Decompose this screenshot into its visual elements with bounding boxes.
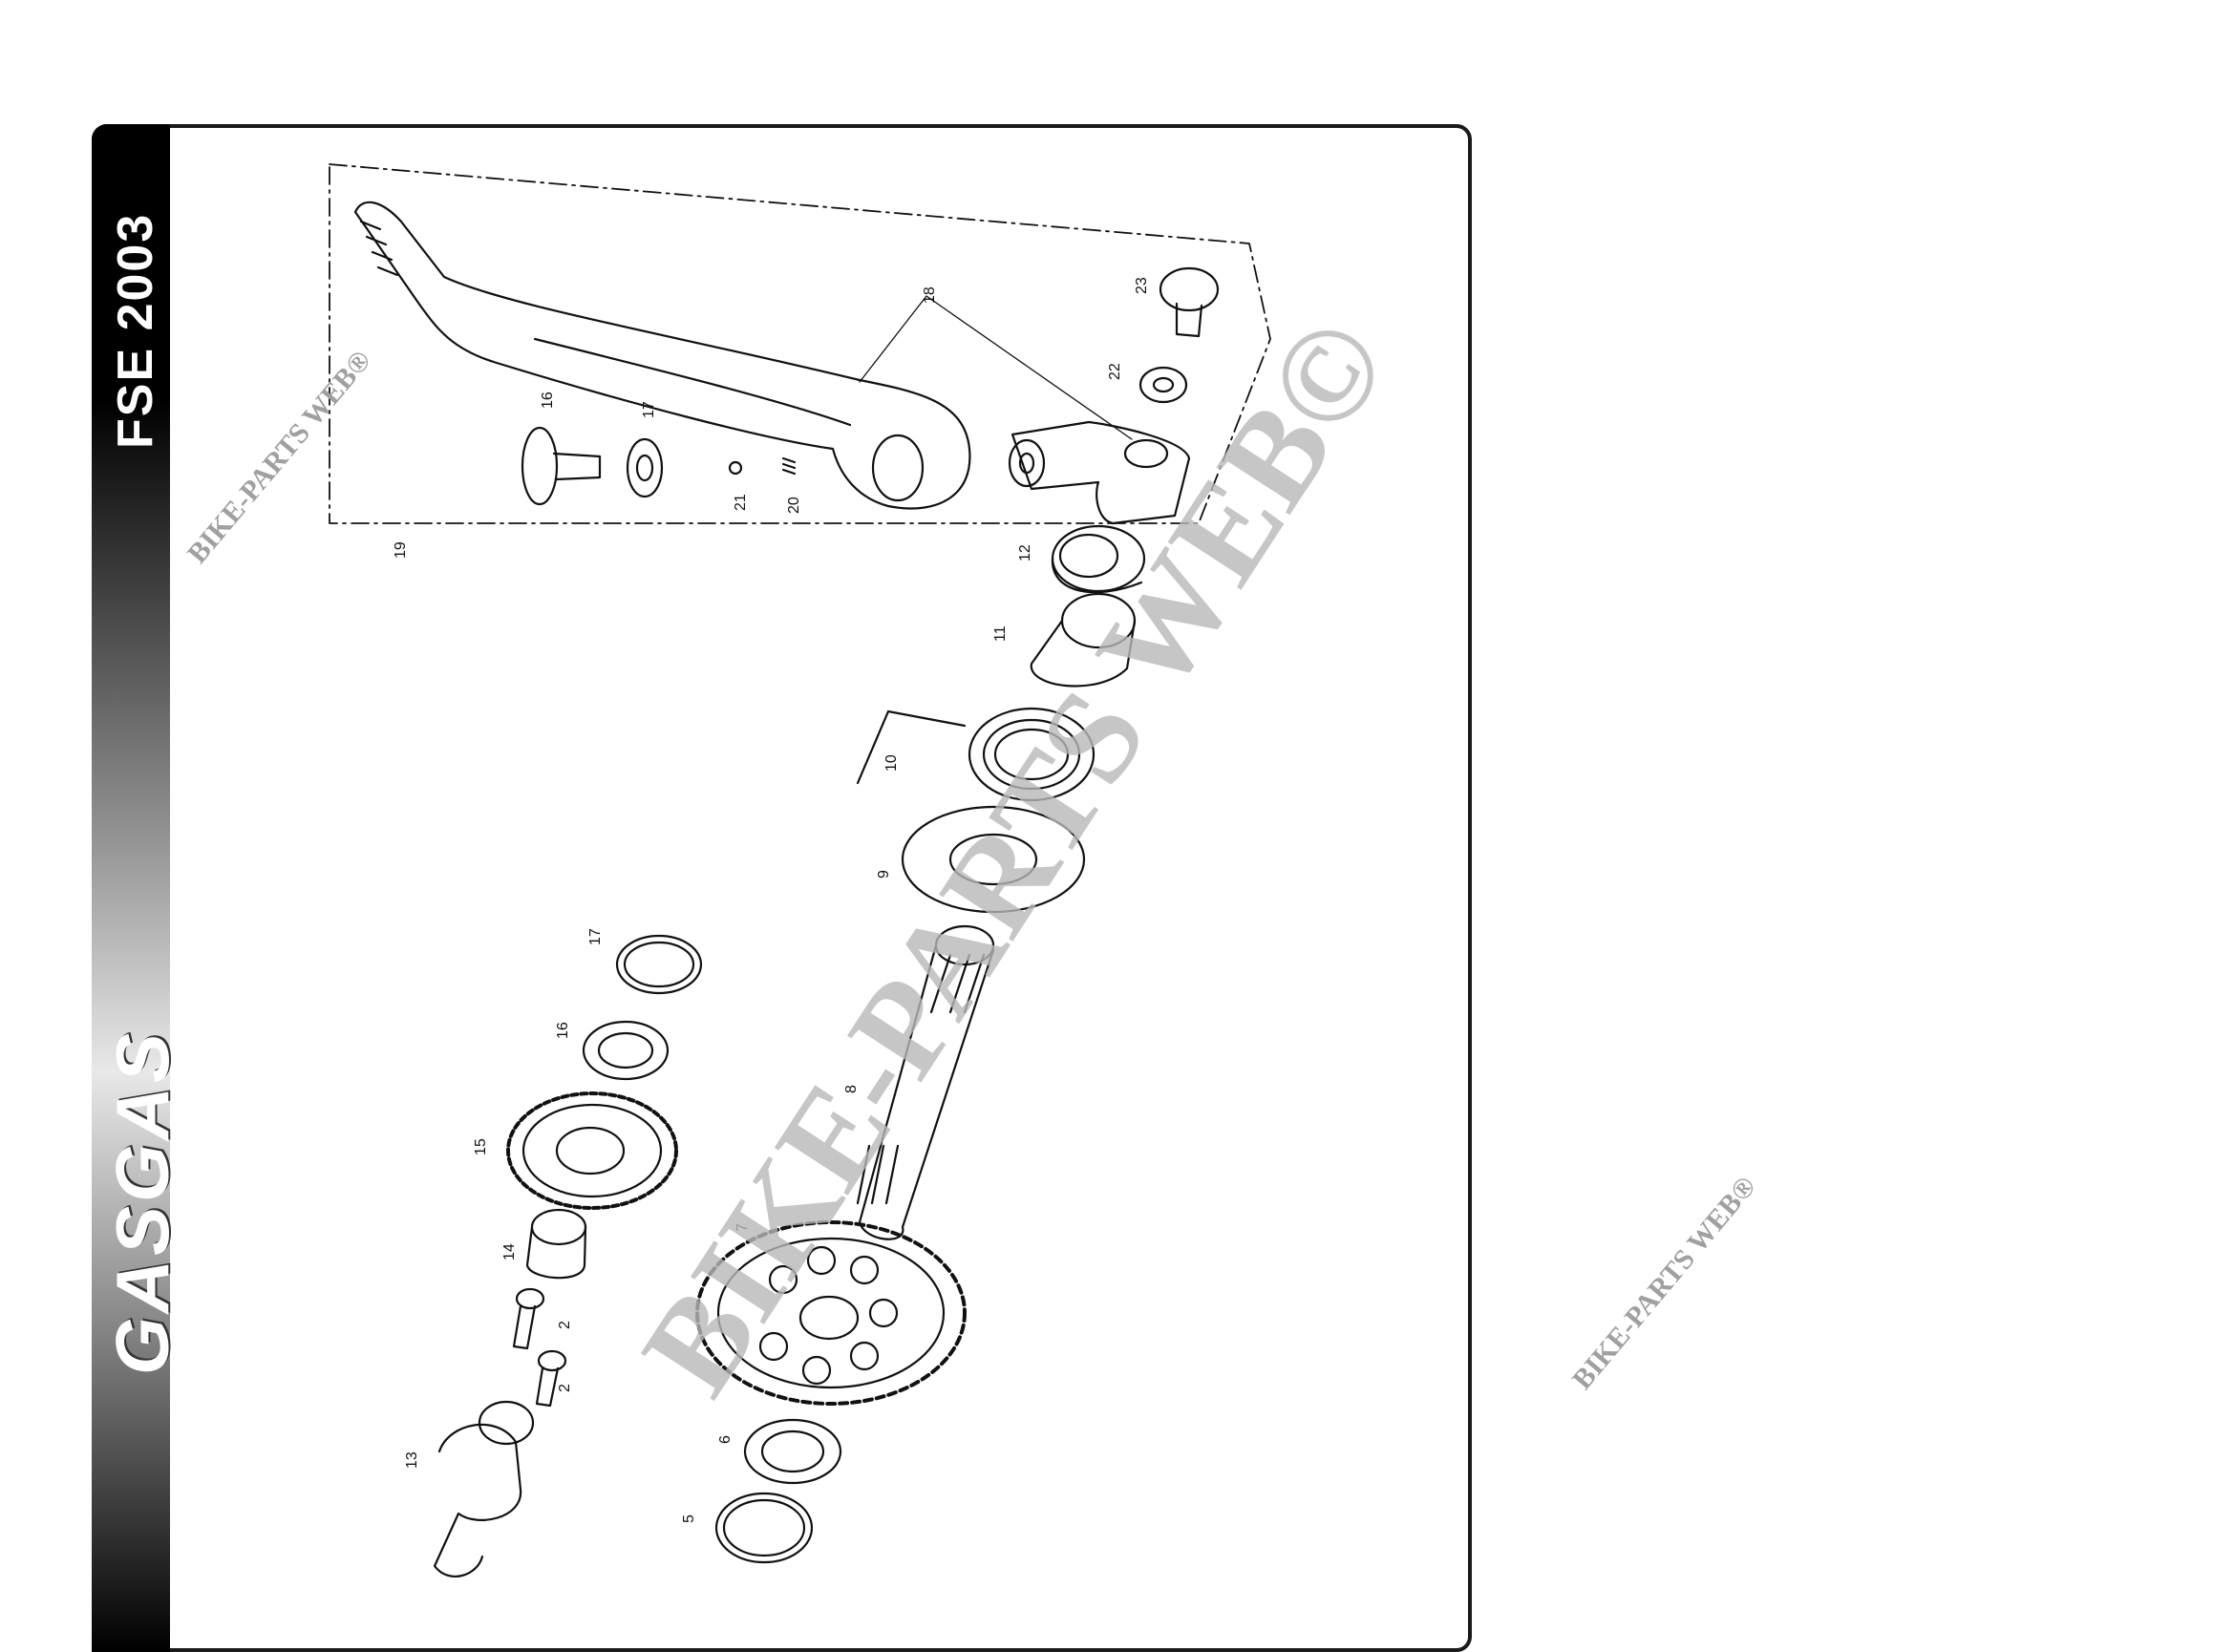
callout-16-lower: 16 <box>555 1022 571 1039</box>
callout-7: 7 <box>734 1223 751 1232</box>
callout-2-a: 2 <box>557 1321 573 1329</box>
washer-16-lower <box>582 1020 670 1081</box>
callout-9: 9 <box>876 870 892 879</box>
callout-19: 19 <box>393 541 409 559</box>
ball-21 <box>728 460 743 476</box>
callout-6: 6 <box>717 1435 734 1444</box>
bushing-11 <box>1030 592 1137 688</box>
brand-sidebar <box>92 124 170 1652</box>
callout-21: 21 <box>733 494 749 511</box>
gear-15 <box>506 1091 678 1210</box>
callout-20: 20 <box>786 497 802 514</box>
needle-bearing-14 <box>525 1208 587 1280</box>
spring-20 <box>781 456 797 476</box>
washer-6 <box>743 1418 842 1485</box>
callout-23: 23 <box>1134 277 1150 294</box>
gear-7 <box>695 1220 967 1406</box>
screw-2-b <box>535 1349 567 1408</box>
washer-9 <box>901 805 1086 914</box>
washer-22 <box>1138 366 1188 404</box>
kick-lever <box>353 201 971 510</box>
exploded-view-drawing: 18 23 22 16 17 21 20 19 12 11 10 9 17 16… <box>329 163 1271 1578</box>
callout-5: 5 <box>681 1514 697 1523</box>
callout-2-b: 2 <box>557 1384 573 1392</box>
callout-17-lower: 17 <box>587 928 604 945</box>
callout-16: 16 <box>540 392 556 409</box>
bearing-12 <box>1051 524 1146 594</box>
callout-13: 13 <box>404 1451 420 1469</box>
bolt-23 <box>1159 266 1220 338</box>
parts-diagram-sheet: FSE 2003 GASGAS <box>92 124 1762 1652</box>
callout-12: 12 <box>1017 544 1033 561</box>
callout-15: 15 <box>473 1138 489 1155</box>
callout-22: 22 <box>1107 363 1123 380</box>
washer-17-top <box>626 437 664 498</box>
circlip-17-lower <box>615 934 703 995</box>
callout-18: 18 <box>922 286 938 304</box>
callout-11: 11 <box>992 625 1009 642</box>
bolt-16-top <box>521 426 602 506</box>
circlip-5 <box>714 1492 814 1564</box>
guide-13 <box>433 1400 535 1578</box>
callout-10: 10 <box>883 754 900 772</box>
assembly-boundary <box>329 163 1271 524</box>
callout-8: 8 <box>843 1085 860 1093</box>
callout-labels: 18 23 22 16 17 21 20 19 12 11 10 9 17 16… <box>393 277 1150 1523</box>
screw-2-a <box>512 1287 545 1350</box>
callout-17: 17 <box>641 401 657 418</box>
spring-10 <box>856 707 1096 802</box>
callout-14: 14 <box>501 1243 518 1260</box>
